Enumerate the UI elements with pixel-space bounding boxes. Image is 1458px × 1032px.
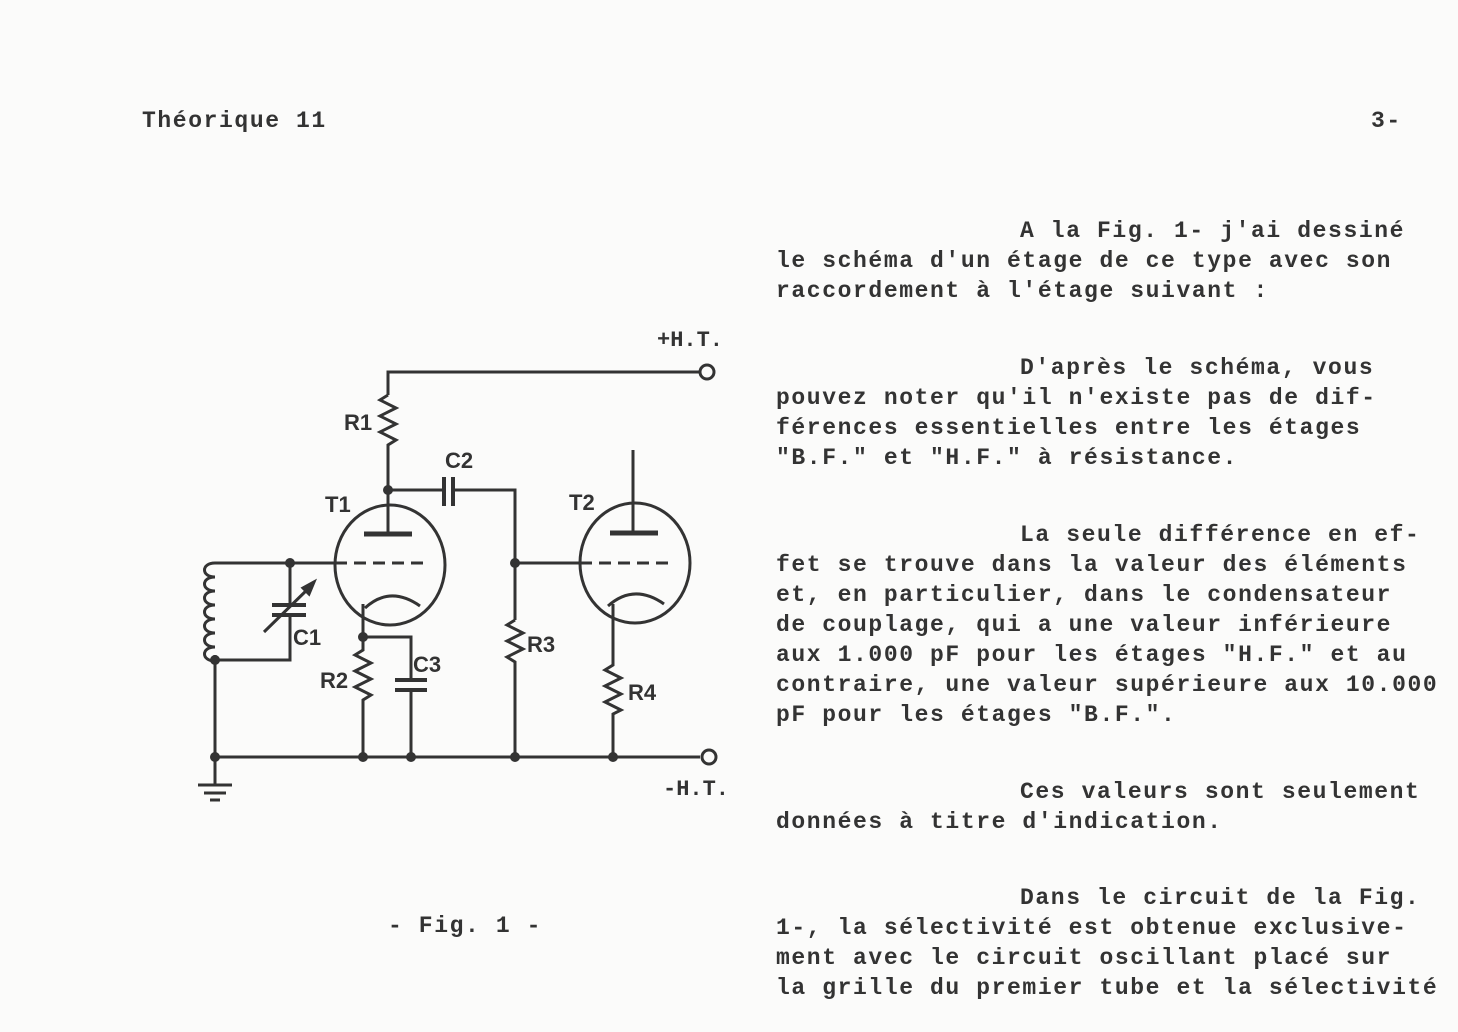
text-line: A la Fig. 1- j'ai dessiné: [1020, 218, 1406, 244]
t2-cathode: [607, 592, 665, 608]
cathode-wire: [361, 604, 413, 680]
label-t2: T2: [569, 490, 595, 515]
text-line: pF pour les étages "B.F.".: [776, 702, 1177, 728]
label-r2: R2: [320, 668, 348, 693]
figure-caption: - Fig. 1 -: [388, 913, 543, 939]
text-line: ment avec le circuit oscillant placé sur: [776, 945, 1393, 971]
text-line: le schéma d'un étage de ce type avec son: [776, 248, 1393, 274]
text-line: "B.F." et "H.F." à résistance.: [776, 445, 1239, 471]
c1-variable-arrow: [262, 583, 314, 634]
tube-t2: [578, 501, 692, 625]
paragraph-1: A la Fig. 1- j'ai dessiné le schéma d'un…: [776, 216, 1405, 306]
label-r4: R4: [628, 680, 657, 705]
text-line: La seule différence en ef-: [1020, 522, 1421, 548]
c1-wire-bottom: [215, 615, 292, 662]
tube-t1: [333, 503, 447, 627]
text-line: pouvez noter qu'il n'existe pas de dif-: [776, 385, 1377, 411]
page-number: 3-: [1371, 108, 1402, 134]
label-r3: R3: [527, 632, 555, 657]
text-line: Ces valeurs sont seulement: [1020, 779, 1421, 805]
label-minus-ht: -H.T.: [663, 777, 729, 802]
paragraph-2: D'après le schéma, vous pouvez noter qu'…: [776, 353, 1377, 473]
text-line: données à titre d'indication.: [776, 809, 1223, 835]
resistor-r2: [351, 637, 375, 757]
text-line: D'après le schéma, vous: [1020, 355, 1375, 381]
resistor-r4: [601, 604, 625, 757]
ht-plus-terminal: [698, 363, 716, 381]
c2-wire-right: [453, 488, 517, 620]
resistor-r1: [376, 393, 400, 533]
text-line: 1-, la sélectivité est obtenue exclusive…: [776, 915, 1408, 941]
text-line: fet se trouve dans la valeur des élément…: [776, 552, 1408, 578]
label-r1: R1: [344, 410, 372, 435]
text-line: contraire, une valeur supérieure aux 10.…: [776, 672, 1439, 698]
paragraph-5: Dans le circuit de la Fig. 1-, la sélect…: [776, 883, 1438, 1003]
text-line: férences essentielles entre les étages: [776, 415, 1362, 441]
resistor-r3: [503, 618, 527, 757]
text-line: Dans le circuit de la Fig.: [1020, 885, 1421, 911]
text-line: raccordement à l'étage suivant :: [776, 278, 1269, 304]
label-plus-ht: +H.T.: [657, 328, 723, 353]
arrow-head-icon: [300, 578, 318, 597]
label-t1: T1: [325, 492, 351, 517]
text-line: de couplage, qui a une valeur inférieure: [776, 612, 1393, 638]
junction-nodes: [210, 485, 618, 762]
text-line: la grille du premier tube et la sélectiv…: [776, 975, 1439, 1001]
ht-minus-terminal: [700, 748, 718, 766]
text-line: et, en particulier, dans le condensateur: [776, 582, 1393, 608]
label-c1: C1: [293, 625, 321, 650]
coil-inductor: [203, 561, 216, 663]
label-c3: C3: [413, 652, 441, 677]
paragraph-3: La seule différence en ef- fet se trouve…: [776, 520, 1438, 730]
paragraph-4: Ces valeurs sont seulement données à tit…: [776, 777, 1420, 837]
text-line: aux 1.000 pF pour les étages "H.F." et a…: [776, 642, 1408, 668]
ht-plus-wire: [386, 370, 700, 395]
t1-cathode: [363, 594, 421, 610]
page-header-title: Théorique 11: [142, 108, 327, 134]
label-c2: C2: [445, 448, 473, 473]
